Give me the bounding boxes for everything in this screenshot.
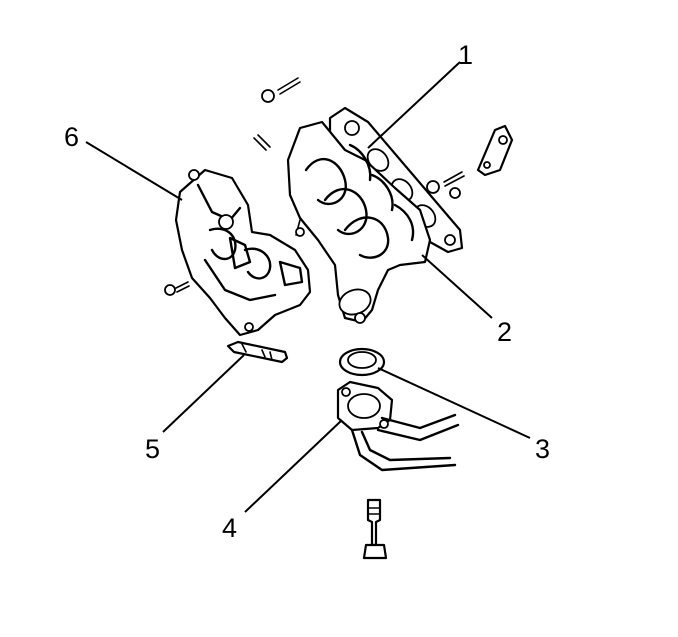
exhaust-pipe	[336, 380, 460, 472]
exhaust-manifold	[286, 120, 432, 324]
bottom-stud	[362, 498, 388, 560]
heat-shield	[174, 168, 312, 337]
leader-2	[421, 254, 493, 319]
leader-5	[162, 354, 245, 433]
callout-3: 3	[535, 434, 550, 464]
callout-6: 6	[64, 122, 79, 152]
stud-mid	[253, 134, 271, 151]
callout-5: 5	[145, 434, 160, 464]
leader-6	[85, 141, 183, 201]
leader-4	[244, 419, 343, 513]
callout-1: 1	[458, 40, 473, 70]
manifold-gasket	[328, 106, 464, 254]
nut-bolt-right	[426, 171, 465, 199]
leader-3	[377, 367, 531, 439]
stud-top	[261, 77, 301, 103]
callout-2: 2	[497, 317, 512, 347]
mounting-bracket	[476, 124, 514, 177]
shield-bolt	[164, 281, 190, 296]
leader-1	[367, 61, 461, 149]
exhaust-stud	[226, 340, 289, 364]
callout-4: 4	[222, 513, 237, 543]
seal-ring	[338, 347, 386, 377]
